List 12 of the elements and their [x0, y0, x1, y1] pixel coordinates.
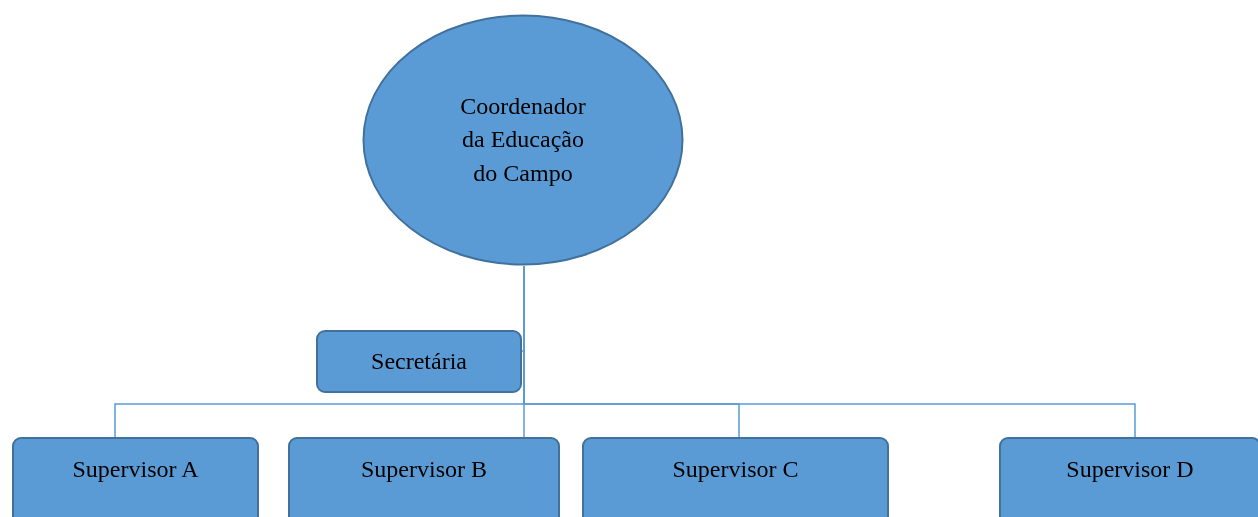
role-title: Secretária [371, 346, 467, 376]
role-title: Coordenador da Educação do Campo [460, 91, 586, 188]
role-box [12, 437, 259, 517]
role-title: Supervisor D [1066, 455, 1194, 485]
role-title: Supervisor B [361, 455, 487, 485]
role-title: Supervisor C [672, 455, 799, 485]
role-box [316, 330, 522, 393]
role-title: Supervisor A [72, 455, 199, 485]
role-box [288, 437, 560, 517]
role-box [582, 437, 889, 517]
role-box [999, 437, 1258, 517]
role-ellipse [362, 14, 684, 266]
